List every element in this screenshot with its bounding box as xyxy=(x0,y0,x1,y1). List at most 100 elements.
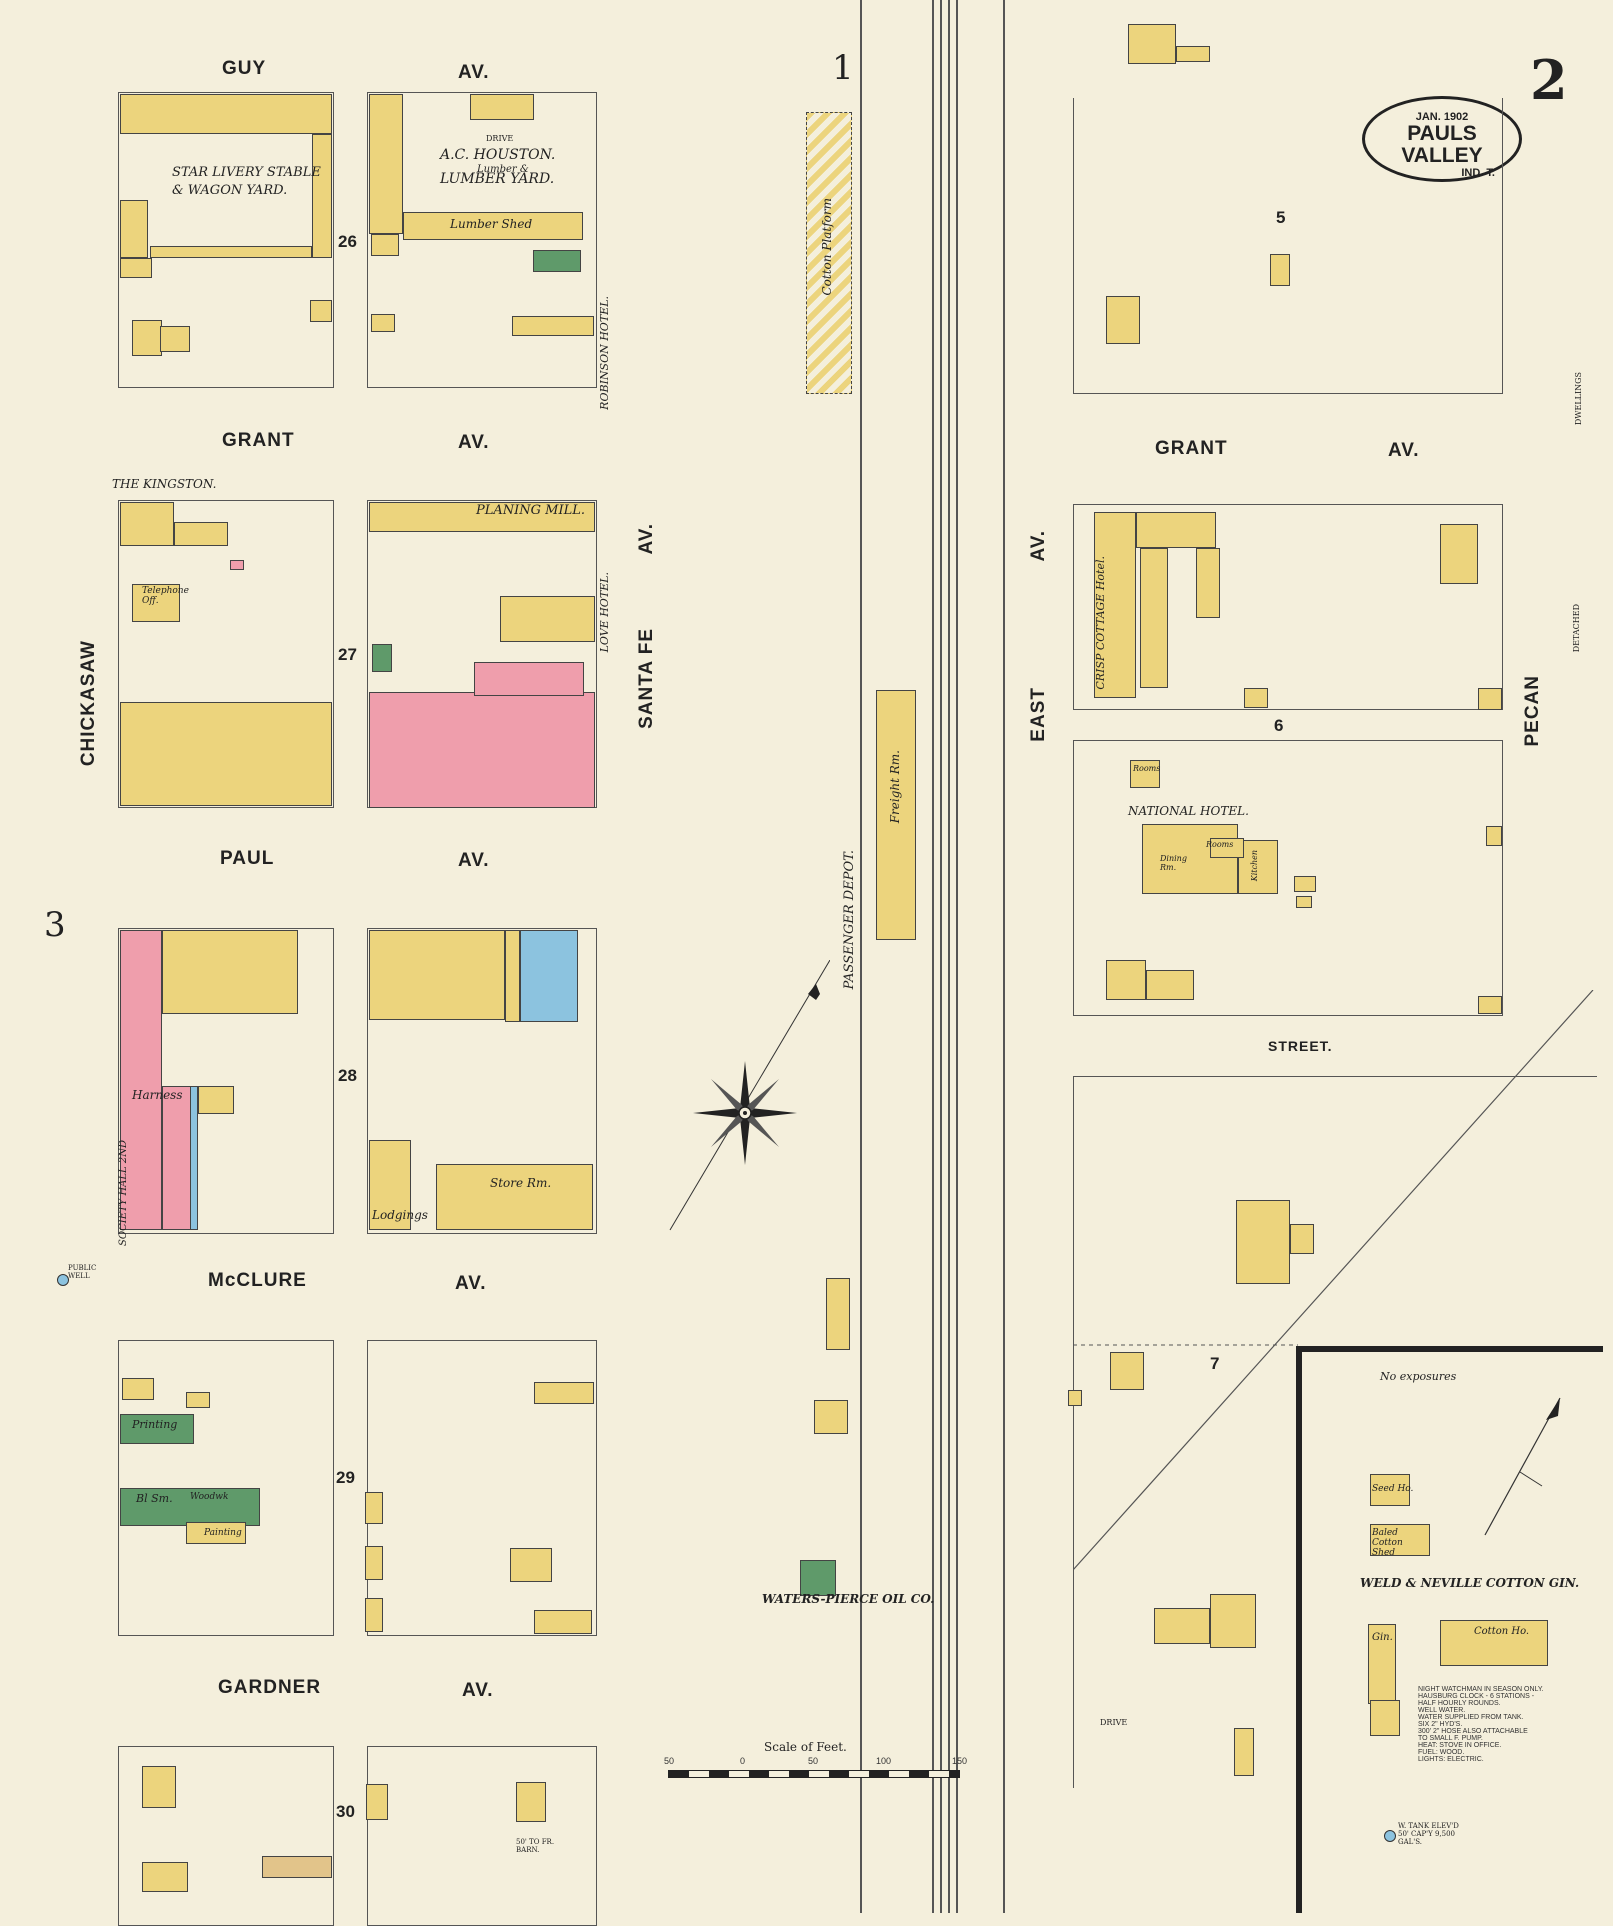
building-rooms xyxy=(1130,760,1160,788)
building-blacksmith xyxy=(120,1488,260,1526)
adjacent-sheet-top: 1 xyxy=(832,48,854,88)
building-shed xyxy=(371,234,399,256)
block-number-7: 7 xyxy=(1210,1354,1220,1373)
building-crisp-cottage-inner xyxy=(1140,548,1168,688)
building-shed xyxy=(1478,688,1502,710)
building-brick-corner xyxy=(120,930,162,1230)
label-telephone: Telephone Off. xyxy=(142,586,189,606)
block-7 xyxy=(1073,1076,1597,1788)
building-harness xyxy=(162,1086,192,1230)
label-wagon-yard: & WAGON YARD. xyxy=(172,183,288,198)
building-shed xyxy=(366,1784,388,1820)
label-drive-south: DRIVE xyxy=(1100,1718,1128,1727)
scale-title: Scale of Feet. xyxy=(764,1740,847,1754)
gin-note: HALF HOURLY ROUNDS. xyxy=(1418,1700,1501,1707)
building-shed xyxy=(365,1492,383,1524)
label-dining: Dining Rm. xyxy=(1160,854,1187,872)
building-dwelling-wing xyxy=(1210,1594,1256,1648)
building-livery-side xyxy=(312,134,332,258)
block-26-west xyxy=(118,92,334,388)
street-gardner: GARDNER xyxy=(218,1677,322,1698)
building-cotton-house xyxy=(1440,1620,1548,1666)
block-7-lines xyxy=(1073,990,1594,1571)
scale-tick: 50 xyxy=(664,1756,675,1766)
building-dwelling xyxy=(1154,1608,1210,1644)
street-chickasaw: CHICKASAW xyxy=(78,640,99,767)
label-lumber-shed: Lumber Shed xyxy=(450,217,533,231)
label-painting: Painting xyxy=(204,1528,242,1538)
building-dwelling xyxy=(1106,296,1140,344)
rail-line xyxy=(1003,0,1005,1913)
street-grant-east: GRANT xyxy=(1155,438,1228,459)
building-shed xyxy=(1068,1390,1082,1406)
label-detached: DETACHED xyxy=(1572,604,1581,653)
building-shed xyxy=(365,1546,383,1580)
label-blacksmith: Bl Sm. xyxy=(136,1492,173,1505)
street-mcclure: McCLURE xyxy=(208,1270,307,1291)
street-east: EAST xyxy=(1028,687,1049,742)
street-east-av: AV. xyxy=(1028,530,1049,562)
block-26-east xyxy=(367,92,597,388)
building-store-row xyxy=(120,702,332,806)
cotton-platform xyxy=(806,112,852,394)
building-dwelling xyxy=(510,1548,552,1582)
label-waters-pierce: WATERS-PIERCE OIL CO. xyxy=(762,1592,935,1606)
block-6-south xyxy=(1073,740,1503,1016)
building-printing xyxy=(120,1414,194,1444)
label-store-room: Store Rm. xyxy=(490,1176,552,1190)
building-shed xyxy=(1296,896,1312,908)
building-lumber-shed-west xyxy=(369,94,403,234)
label-dwellings: DWELLINGS xyxy=(1574,372,1583,426)
label-rooms: Rooms xyxy=(1133,764,1161,773)
building-shed xyxy=(1244,688,1268,708)
building-freight-room xyxy=(876,690,916,940)
label-lodgings: Lodgings xyxy=(372,1208,428,1222)
building-painting xyxy=(186,1522,246,1544)
building-gin xyxy=(1368,1624,1396,1704)
gin-note: NIGHT WATCHMAN IN SEASON ONLY. xyxy=(1418,1686,1544,1693)
street-paul: PAUL xyxy=(220,848,275,869)
scale-tick: 150 xyxy=(952,1756,968,1766)
building-dwelling xyxy=(1128,24,1176,64)
title-cartouche: JAN. 1902 PAULS VALLEY IND. T. xyxy=(1362,96,1522,182)
label-weld-neville: WELD & NEVILLE COTTON GIN. xyxy=(1360,1576,1580,1590)
label-cotton-house: Cotton Ho. xyxy=(1474,1626,1530,1637)
rail-line xyxy=(940,0,942,1913)
building-harness-shop xyxy=(198,1086,234,1114)
title-date: JAN. 1902 xyxy=(1415,111,1469,123)
building-shed xyxy=(365,1598,383,1632)
building-warehouse xyxy=(534,1382,594,1404)
gin-note: FUEL: WOOD. xyxy=(1418,1749,1465,1756)
building-dwelling xyxy=(1236,1200,1290,1284)
street-guy: GUY xyxy=(222,58,267,79)
street-grant-av: AV. xyxy=(458,432,490,453)
building-flour-warehouse xyxy=(826,1278,850,1350)
label-seed-house: Seed Ho. xyxy=(1372,1484,1414,1494)
rail-line xyxy=(860,0,862,1913)
building-telephone-office xyxy=(132,584,180,622)
block-5 xyxy=(1073,98,1503,394)
label-cotton-platform: Cotton Platform xyxy=(820,198,834,296)
label-baled-cotton: Baled Cotton Shed xyxy=(1372,1528,1403,1558)
building-office xyxy=(122,1378,154,1400)
label-society-hall: SOCIETY HALL 2ND xyxy=(118,1140,129,1246)
building-brick-tall xyxy=(474,662,584,696)
building-shed xyxy=(1110,1352,1144,1390)
building-engine-room xyxy=(1370,1700,1400,1736)
building-dwelling xyxy=(160,326,190,352)
building-dwelling xyxy=(1106,960,1146,1000)
building-seed-house xyxy=(1370,1474,1410,1506)
gin-note: WELL WATER. xyxy=(1418,1707,1466,1714)
scale-tick: 0 xyxy=(740,1756,746,1766)
label-kitchen: Kitchen xyxy=(1250,850,1259,882)
building-livery-stable xyxy=(120,94,332,134)
label-national-hotel: NATIONAL HOTEL. xyxy=(1128,804,1249,818)
building-dwelling xyxy=(1440,524,1478,584)
sheet-number: 2 xyxy=(1530,48,1568,112)
building-barn xyxy=(262,1856,332,1878)
block-6-north xyxy=(1073,504,1503,710)
label-public-well: PUBLIC WELL xyxy=(68,1264,97,1280)
building-hotel xyxy=(512,316,594,336)
street-mcclure-av: AV. xyxy=(455,1273,487,1294)
street-gardner-av: AV. xyxy=(462,1680,494,1701)
